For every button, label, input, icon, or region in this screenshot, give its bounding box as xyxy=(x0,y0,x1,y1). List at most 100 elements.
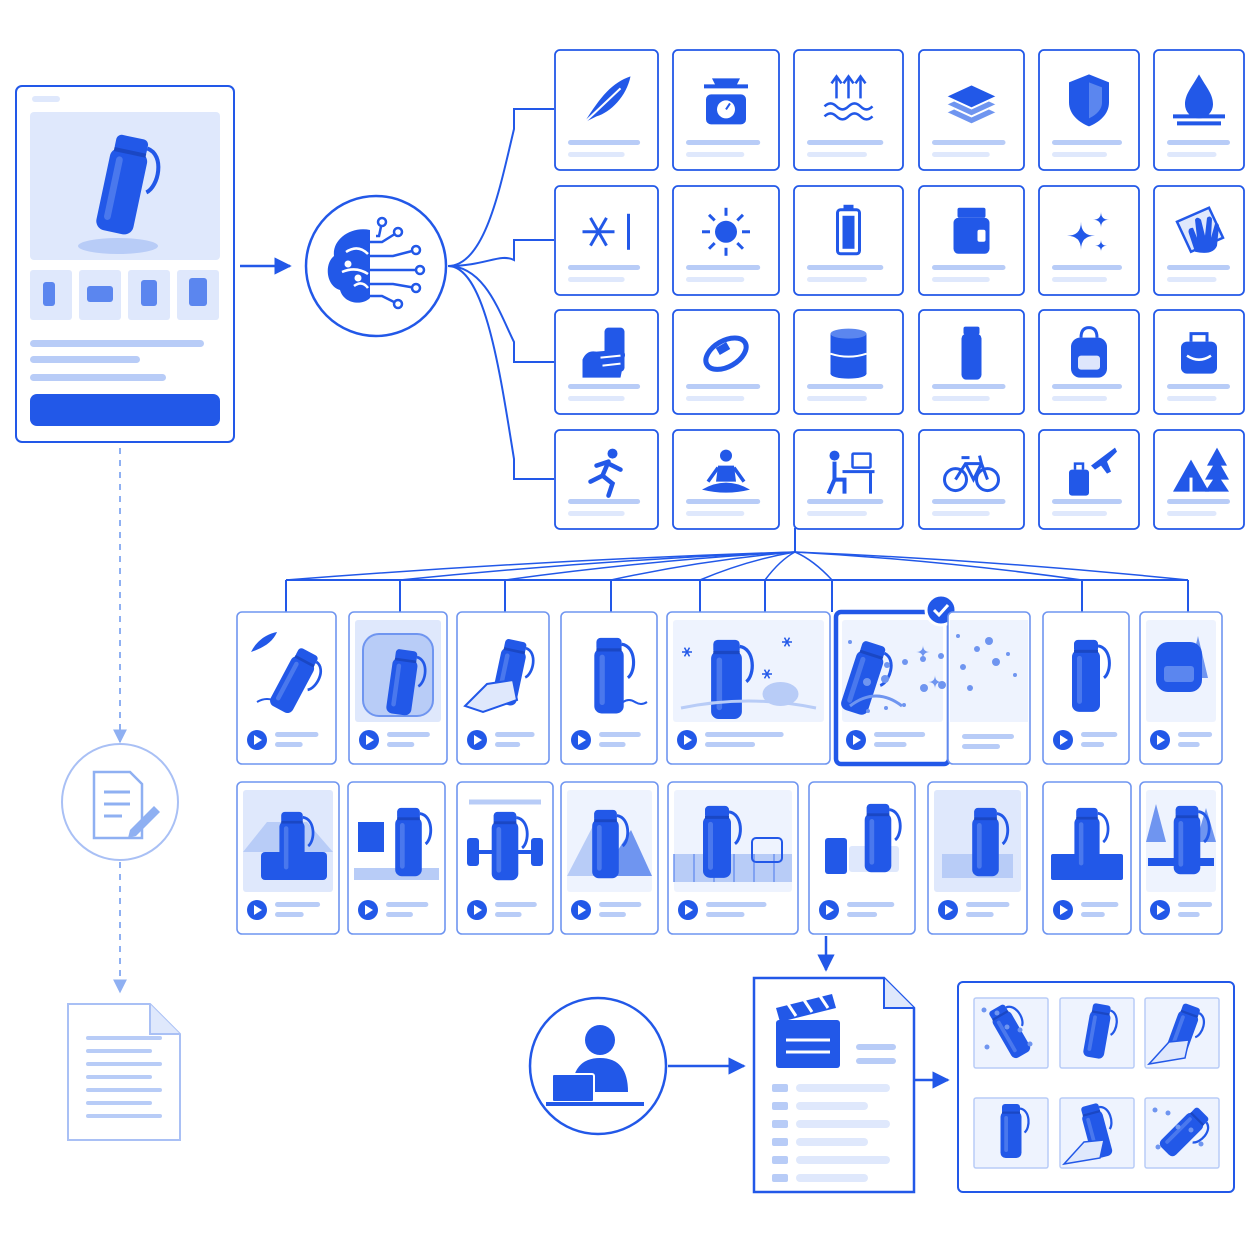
attribute-card-desk-worker[interactable] xyxy=(793,429,904,530)
bottle-icon xyxy=(270,648,322,713)
person-laptop-icon xyxy=(528,996,668,1136)
canister-icon xyxy=(830,328,867,379)
window-dots xyxy=(32,96,60,102)
scene-card-luggage[interactable] xyxy=(808,781,916,935)
bicycle-icon xyxy=(943,455,1000,493)
scene-card-outdoor-table[interactable] xyxy=(1139,781,1223,935)
product-page-card xyxy=(15,85,235,443)
scene-variants xyxy=(236,593,1223,935)
text-line xyxy=(30,340,204,347)
shield-icon xyxy=(1069,74,1109,127)
scene-card-plain[interactable] xyxy=(1042,611,1130,765)
scene-card-hand[interactable] xyxy=(456,611,550,765)
attribute-card-meditation[interactable] xyxy=(672,429,780,530)
attribute-card-scale[interactable] xyxy=(672,49,780,171)
tall-bottle-icon xyxy=(961,326,982,380)
scene-card-splash[interactable] xyxy=(833,593,958,767)
attribute-card-water-drop[interactable] xyxy=(1153,49,1245,171)
hand-grip-icon xyxy=(582,327,625,378)
production-workflow xyxy=(61,743,1235,1194)
bottle-icon xyxy=(1072,639,1111,712)
scene-card-mountain[interactable] xyxy=(560,781,659,935)
branch-line xyxy=(447,239,554,267)
running-icon xyxy=(588,448,623,498)
bottle-icon xyxy=(1074,807,1110,873)
scene-card-car[interactable] xyxy=(236,781,340,935)
bottle-icon xyxy=(703,805,742,878)
scene-card-picnic[interactable] xyxy=(667,781,799,935)
attribute-card-hand-grip[interactable] xyxy=(554,309,659,415)
bottle-icon xyxy=(972,807,1010,877)
attribute-card-battery[interactable] xyxy=(793,185,904,296)
bottle-icon xyxy=(386,649,427,716)
feather-icon xyxy=(583,76,631,124)
scene-card-feather[interactable] xyxy=(236,611,337,765)
sun-icon xyxy=(702,207,750,256)
attribute-card-feather[interactable] xyxy=(554,49,659,171)
lunch-bag-icon xyxy=(1181,332,1217,374)
buy-button[interactable] xyxy=(30,394,220,426)
attribute-card-jar[interactable] xyxy=(918,185,1025,296)
attribute-card-travel[interactable] xyxy=(1038,429,1140,530)
text-line xyxy=(30,374,166,381)
water-drop-icon xyxy=(1173,74,1225,126)
final-frame-splash[interactable] xyxy=(973,997,1049,1069)
attribute-card-strap[interactable] xyxy=(672,309,780,415)
attribute-card-heat-vapor[interactable] xyxy=(793,49,904,171)
branch-line xyxy=(447,108,554,267)
wipe-hand-icon xyxy=(1175,206,1225,254)
final-frame-grip[interactable] xyxy=(1059,1097,1135,1169)
scene-card-winter[interactable] xyxy=(666,611,831,765)
scene-card-splash-extension[interactable] xyxy=(947,611,1031,765)
meditation-icon xyxy=(702,449,750,493)
scene-card-studio[interactable] xyxy=(560,611,658,765)
final-frame-standing[interactable] xyxy=(973,1097,1049,1169)
scene-card-gym[interactable] xyxy=(456,781,554,935)
scene-card-backpack[interactable] xyxy=(348,611,448,765)
bottle-icon xyxy=(1159,1107,1210,1157)
scale-icon xyxy=(704,78,748,125)
attribute-card-running[interactable] xyxy=(554,429,659,530)
final-frame-hand[interactable] xyxy=(1144,997,1220,1069)
strap-icon xyxy=(703,335,749,372)
attribute-card-sparkle[interactable] xyxy=(1038,185,1140,296)
attribute-card-camping[interactable] xyxy=(1153,429,1245,530)
scene-card-nightstand[interactable] xyxy=(1042,781,1132,935)
sparkle-icon xyxy=(1067,211,1109,252)
attribute-card-sun[interactable] xyxy=(672,185,780,296)
bottle-icon xyxy=(279,811,315,877)
scene-card-desk[interactable] xyxy=(347,781,446,935)
final-frame-pour[interactable] xyxy=(1144,1097,1220,1169)
jar-icon xyxy=(953,207,990,254)
bottle-icon xyxy=(592,809,630,879)
attribute-card-tall-bottle[interactable] xyxy=(918,309,1025,415)
ai-circle xyxy=(304,194,448,338)
attribute-card-snowflake[interactable] xyxy=(554,185,659,296)
scene-card-forest-backpack[interactable] xyxy=(1139,611,1223,765)
desk-worker-icon xyxy=(826,450,875,495)
attribute-card-backpack[interactable] xyxy=(1038,309,1140,415)
attribute-card-wipe-hand[interactable] xyxy=(1153,185,1245,296)
attribute-card-bicycle[interactable] xyxy=(918,429,1025,530)
brain-circuit-icon xyxy=(327,216,426,310)
text-line xyxy=(30,356,140,363)
heat-vapor-icon xyxy=(823,74,874,121)
battery-icon xyxy=(836,204,861,256)
bottle-icon xyxy=(594,637,636,714)
attribute-card-shield[interactable] xyxy=(1038,49,1140,171)
bottle-icon xyxy=(864,803,902,873)
scene-card-bedroom[interactable] xyxy=(927,781,1028,935)
attribute-card-canister[interactable] xyxy=(793,309,904,415)
document-edit-icon xyxy=(61,743,179,861)
clapperboard-icon xyxy=(752,976,916,1194)
final-frame-hero[interactable] xyxy=(1059,997,1135,1069)
bottle-icon xyxy=(1173,805,1211,875)
document-icon xyxy=(67,1003,181,1141)
bottle-icon xyxy=(395,807,433,877)
travel-icon xyxy=(1069,447,1117,496)
bottle-icon xyxy=(841,641,893,715)
attribute-card-layers[interactable] xyxy=(918,49,1025,171)
ai-analysis-node xyxy=(304,194,448,338)
attribute-card-lunch-bag[interactable] xyxy=(1153,309,1245,415)
